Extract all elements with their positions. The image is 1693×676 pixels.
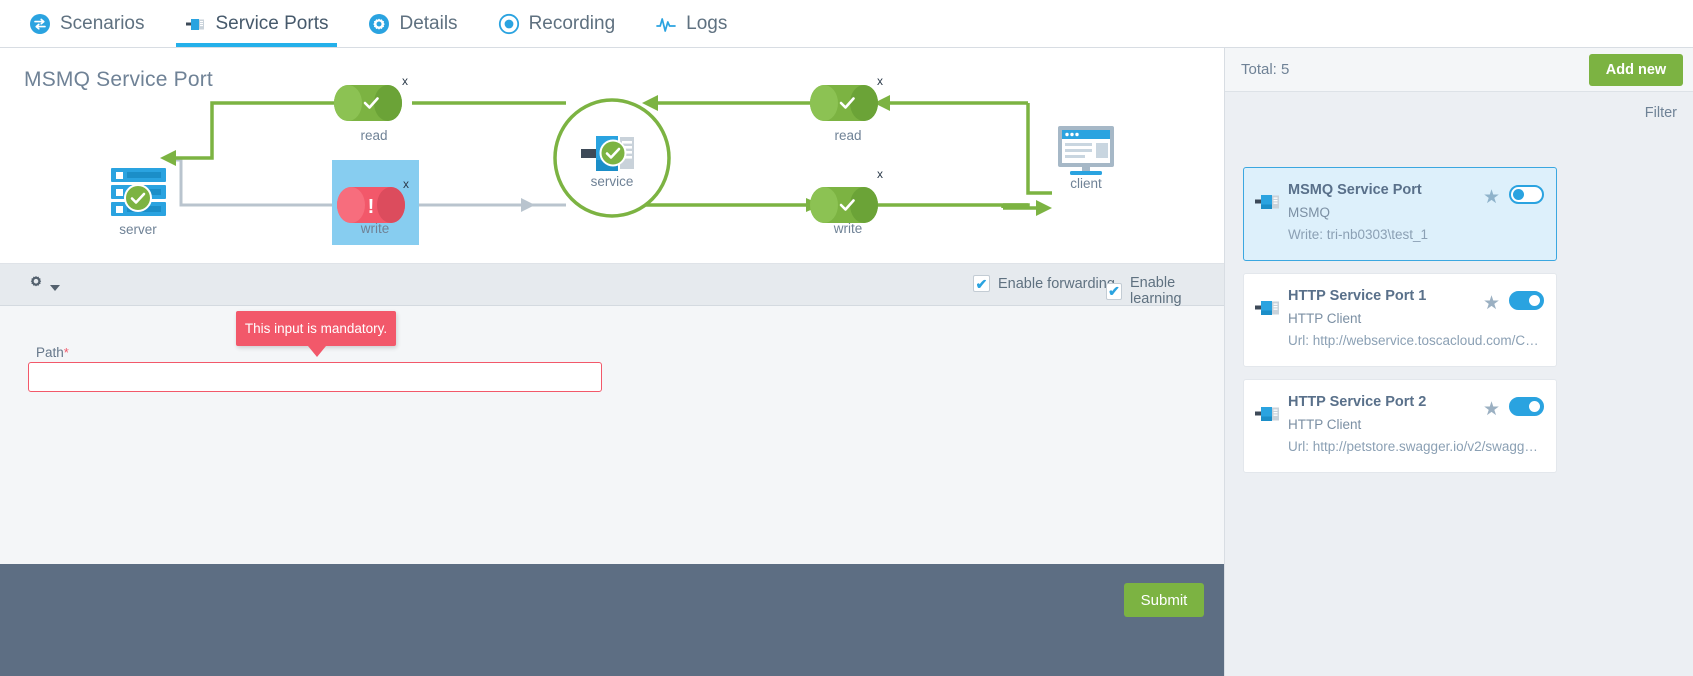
node-read-right: x read xyxy=(810,74,883,143)
card-type: HTTP Client xyxy=(1288,417,1362,432)
submit-button[interactable]: Submit xyxy=(1124,583,1204,617)
tab-recording[interactable]: Recording xyxy=(481,0,633,47)
toggle-knob xyxy=(1513,189,1524,200)
settings-menu-button[interactable] xyxy=(26,273,60,298)
node-service: service xyxy=(553,98,671,218)
node-write-right: x write xyxy=(810,167,883,236)
enable-toggle[interactable] xyxy=(1509,185,1544,204)
node-write-left: ! x write xyxy=(332,160,419,245)
tab-details-label: Details xyxy=(399,12,458,34)
service-port-card[interactable]: HTTP Service Port 2 HTTP Client Url: htt… xyxy=(1243,379,1557,473)
tab-logs[interactable]: Logs xyxy=(638,0,744,47)
service-port-card-list: MSMQ Service Port MSMQ Write: tri-nb0303… xyxy=(1243,167,1557,485)
service-port-card[interactable]: HTTP Service Port 1 HTTP Client Url: htt… xyxy=(1243,273,1557,367)
tab-scenarios[interactable]: Scenarios xyxy=(12,0,162,47)
node-label-write-left: write xyxy=(360,221,390,236)
record-icon xyxy=(498,13,520,35)
node-read-left: x read xyxy=(334,74,408,143)
gear-icon xyxy=(26,273,46,298)
node-label-service: service xyxy=(591,174,634,189)
enable-toggle[interactable] xyxy=(1509,397,1544,416)
service-port-form: This input is mandatory. Path* xyxy=(0,306,1224,564)
top-navigation: Scenarios Service Ports Details xyxy=(0,0,1693,48)
enable-learning-label: Enable learning xyxy=(1129,275,1182,307)
diagram-canvas: server x read ! x write xyxy=(111,74,1114,245)
service-port-icon xyxy=(1255,298,1281,318)
node-close-write-right: x xyxy=(877,167,883,181)
validation-tooltip: This input is mandatory. xyxy=(236,311,396,357)
checkbox-box-forwarding[interactable]: ✔ xyxy=(973,275,990,292)
card-title: HTTP Service Port 1 xyxy=(1288,288,1427,304)
service-ports-panel: Total: 5 Add new Filter MSMQ Service Por… xyxy=(1224,48,1693,676)
service-port-icon xyxy=(1255,192,1281,212)
favorite-star-icon[interactable]: ★ xyxy=(1482,293,1500,314)
card-type: HTTP Client xyxy=(1288,311,1362,326)
service-ports-icon xyxy=(185,13,207,35)
enable-forwarding-label: Enable forwarding xyxy=(998,275,1115,292)
filter-link[interactable]: Filter xyxy=(1644,105,1677,121)
node-close-read-right: x xyxy=(877,74,883,88)
enable-forwarding-checkbox[interactable]: ✔ Enable forwarding xyxy=(973,275,1115,292)
path-label-text: Path xyxy=(36,345,64,360)
panel-header: Total: 5 Add new xyxy=(1225,48,1693,92)
validation-tooltip-text: This input is mandatory. xyxy=(244,321,388,336)
node-server: server xyxy=(111,168,166,237)
scenarios-icon xyxy=(29,13,51,35)
chevron-down-icon xyxy=(50,284,60,291)
svg-text:!: ! xyxy=(368,196,375,218)
path-input[interactable] xyxy=(28,362,602,392)
card-description: Write: tri-nb0303\test_1 xyxy=(1288,227,1429,242)
toggle-knob xyxy=(1529,295,1540,306)
total-count: Total: 5 xyxy=(1241,61,1290,78)
node-close-write-left: x xyxy=(403,177,409,191)
check-icon: ✔ xyxy=(975,275,988,292)
required-marker: * xyxy=(63,345,69,360)
tab-logs-label: Logs xyxy=(686,12,728,34)
enable-learning-checkbox[interactable]: ✔ Enable learning xyxy=(1106,275,1224,307)
add-new-button[interactable]: Add new xyxy=(1589,54,1683,86)
service-port-diagram: MSMQ Service Port xyxy=(0,48,1224,264)
card-title: MSMQ Service Port xyxy=(1288,182,1422,198)
card-title: HTTP Service Port 2 xyxy=(1288,394,1427,410)
form-footer: Submit xyxy=(0,564,1224,676)
check-icon: ✔ xyxy=(1108,283,1120,299)
node-label-write-right: write xyxy=(833,221,863,236)
tab-details[interactable]: Details xyxy=(351,0,474,47)
checkbox-box-learning[interactable]: ✔ xyxy=(1106,282,1122,300)
favorite-star-icon[interactable]: ★ xyxy=(1482,399,1500,420)
card-description: Url: http://petstore.swagger.io/v2/swagg… xyxy=(1288,439,1542,454)
tab-service-ports[interactable]: Service Ports xyxy=(168,0,346,47)
gear-icon xyxy=(368,13,390,35)
card-description: Url: http://webservice.toscacloud.com/Ca… xyxy=(1288,333,1542,348)
tab-service-ports-label: Service Ports xyxy=(215,12,329,34)
node-label-read-left: read xyxy=(360,128,387,143)
service-port-icon xyxy=(1255,404,1281,424)
tab-recording-label: Recording xyxy=(528,12,616,34)
card-type: MSMQ xyxy=(1288,205,1330,220)
logs-icon xyxy=(655,13,677,35)
node-close-read-left: x xyxy=(402,74,408,88)
favorite-star-icon[interactable]: ★ xyxy=(1482,187,1500,208)
tab-scenarios-label: Scenarios xyxy=(60,12,145,34)
node-label-read-right: read xyxy=(834,128,861,143)
options-toolbar: ✔ Enable forwarding ✔ Enable learning xyxy=(0,264,1224,307)
page-title: MSMQ Service Port xyxy=(24,68,213,91)
toggle-knob xyxy=(1529,401,1540,412)
node-client: client xyxy=(1058,126,1114,191)
enable-toggle[interactable] xyxy=(1509,291,1544,310)
node-label-server: server xyxy=(119,222,157,237)
service-port-card[interactable]: MSMQ Service Port MSMQ Write: tri-nb0303… xyxy=(1243,167,1557,261)
node-label-client: client xyxy=(1070,176,1102,191)
path-field-label: Path* xyxy=(36,345,69,360)
